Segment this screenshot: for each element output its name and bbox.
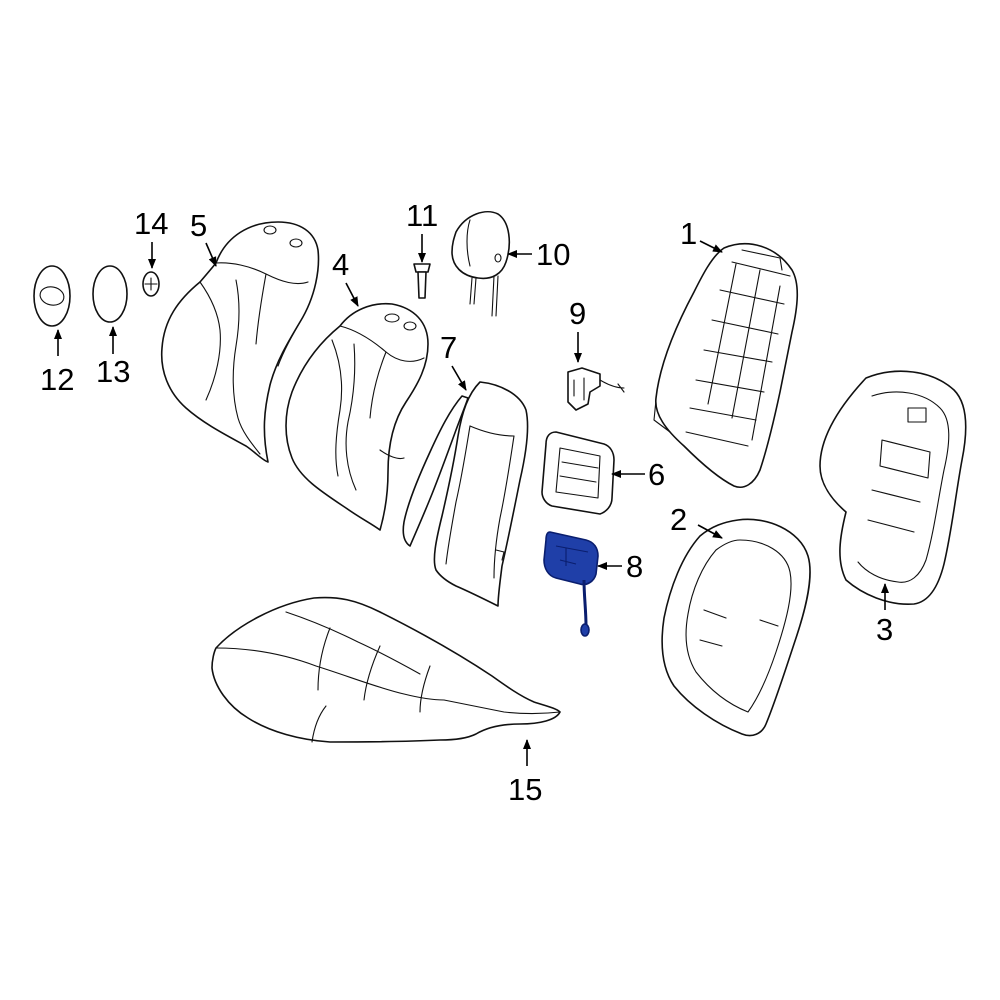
part-9-lumbar-switch[interactable] bbox=[567, 367, 625, 411]
leader-4 bbox=[345, 282, 359, 307]
callout-lines bbox=[54, 234, 889, 766]
callout-5[interactable]: 5 bbox=[190, 208, 207, 243]
callout-12[interactable]: 12 bbox=[40, 362, 74, 397]
callout-15[interactable]: 15 bbox=[508, 772, 542, 807]
part-4-backrest-pad[interactable] bbox=[285, 302, 429, 531]
callout-13[interactable]: 13 bbox=[96, 354, 130, 389]
callout-11[interactable]: 11 bbox=[406, 198, 438, 233]
leader-1 bbox=[699, 240, 723, 253]
part-11-headrest-guide[interactable] bbox=[413, 263, 431, 299]
callout-4[interactable]: 4 bbox=[332, 247, 349, 282]
leader-5 bbox=[205, 242, 217, 267]
part-1-backrest-frame[interactable] bbox=[653, 243, 799, 488]
part-15-seat-cushion[interactable] bbox=[211, 596, 561, 743]
callout-10[interactable]: 10 bbox=[536, 237, 570, 272]
leader-7 bbox=[451, 365, 467, 391]
callout-1[interactable]: 1 bbox=[680, 216, 697, 251]
callout-14[interactable]: 14 bbox=[134, 206, 168, 241]
part-3-back-shell[interactable] bbox=[819, 370, 967, 605]
callout-labels: 1 2 3 4 5 6 7 8 9 10 11 12 13 14 15 bbox=[40, 198, 893, 807]
callout-2[interactable]: 2 bbox=[670, 502, 687, 537]
part-13-ring[interactable] bbox=[92, 265, 128, 323]
part-14-clip[interactable] bbox=[142, 271, 160, 297]
callout-6[interactable]: 6 bbox=[648, 457, 665, 492]
callout-8[interactable]: 8 bbox=[626, 549, 643, 584]
part-5-backrest-cover[interactable] bbox=[160, 221, 320, 463]
part-12-trim-cover[interactable] bbox=[33, 265, 71, 327]
part-7-back-insert[interactable] bbox=[402, 381, 529, 607]
part-10-headrest[interactable] bbox=[451, 210, 511, 317]
part-8-lumbar-module[interactable] bbox=[543, 531, 599, 637]
callout-9[interactable]: 9 bbox=[569, 296, 586, 331]
callout-7[interactable]: 7 bbox=[440, 330, 457, 365]
part-6-back-bracket[interactable] bbox=[541, 431, 615, 515]
part-2-lower-frame[interactable] bbox=[661, 518, 811, 737]
callout-3[interactable]: 3 bbox=[876, 612, 893, 647]
leader-2 bbox=[697, 524, 723, 539]
